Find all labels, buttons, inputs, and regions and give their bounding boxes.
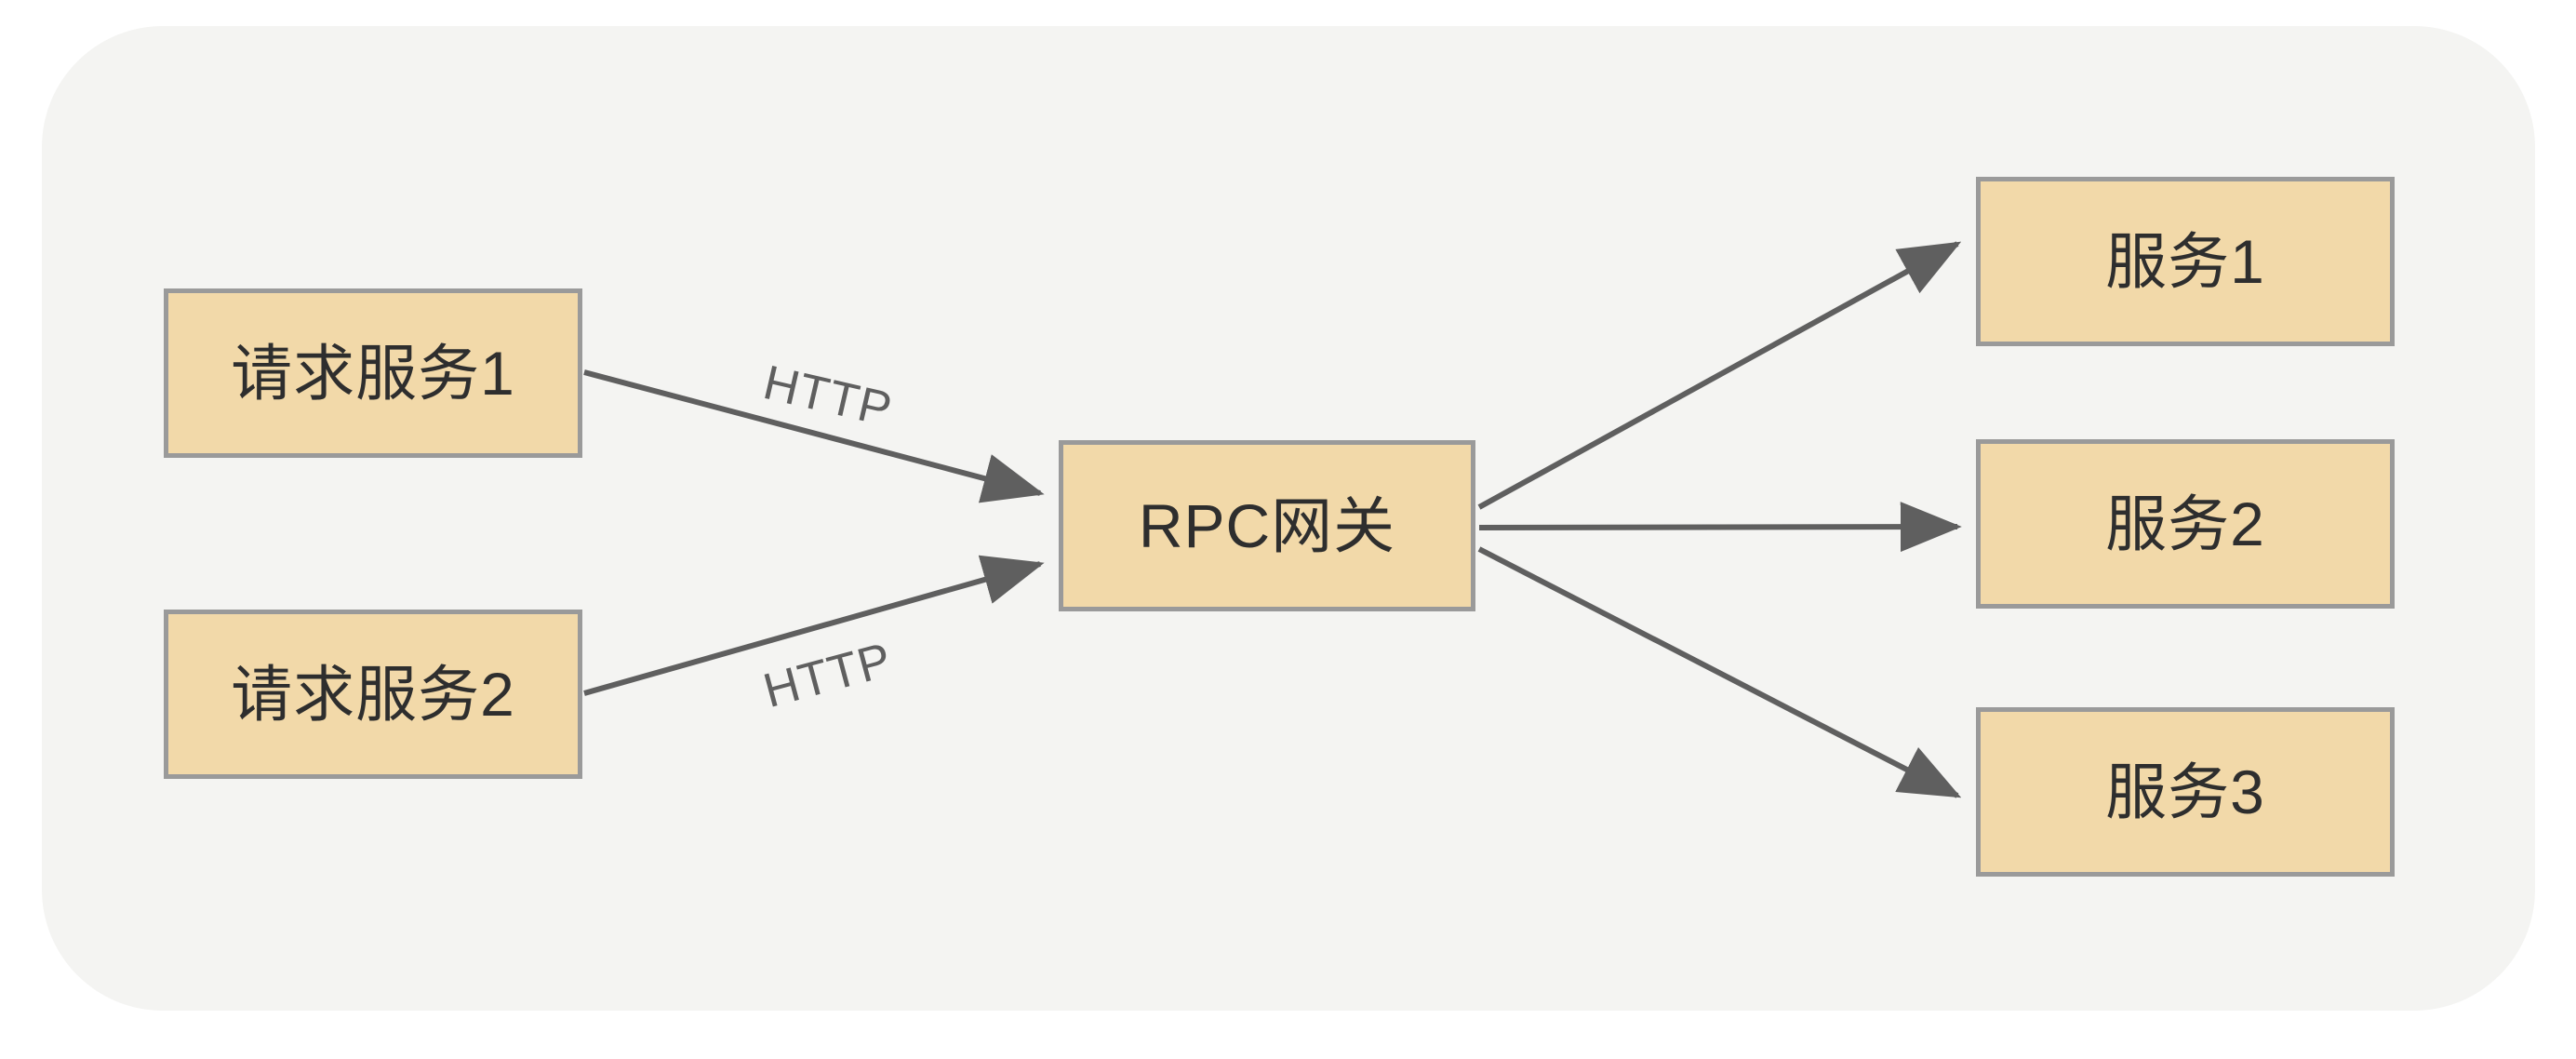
node-client1[interactable]: 请求服务1 <box>164 288 582 458</box>
node-service2[interactable]: 服务2 <box>1976 439 2395 609</box>
node-rpc-gateway-label: RPC网关 <box>1138 491 1396 560</box>
node-client2[interactable]: 请求服务2 <box>164 610 582 779</box>
node-service3-label: 服务3 <box>2105 757 2265 826</box>
node-service2-label: 服务2 <box>2105 489 2265 558</box>
node-service1-label: 服务1 <box>2105 227 2265 296</box>
node-client1-label: 请求服务1 <box>231 339 515 408</box>
node-rpc-gateway[interactable]: RPC网关 <box>1059 440 1475 611</box>
node-service3[interactable]: 服务3 <box>1976 707 2395 877</box>
node-client2-label: 请求服务2 <box>231 660 515 729</box>
node-service1[interactable]: 服务1 <box>1976 177 2395 346</box>
